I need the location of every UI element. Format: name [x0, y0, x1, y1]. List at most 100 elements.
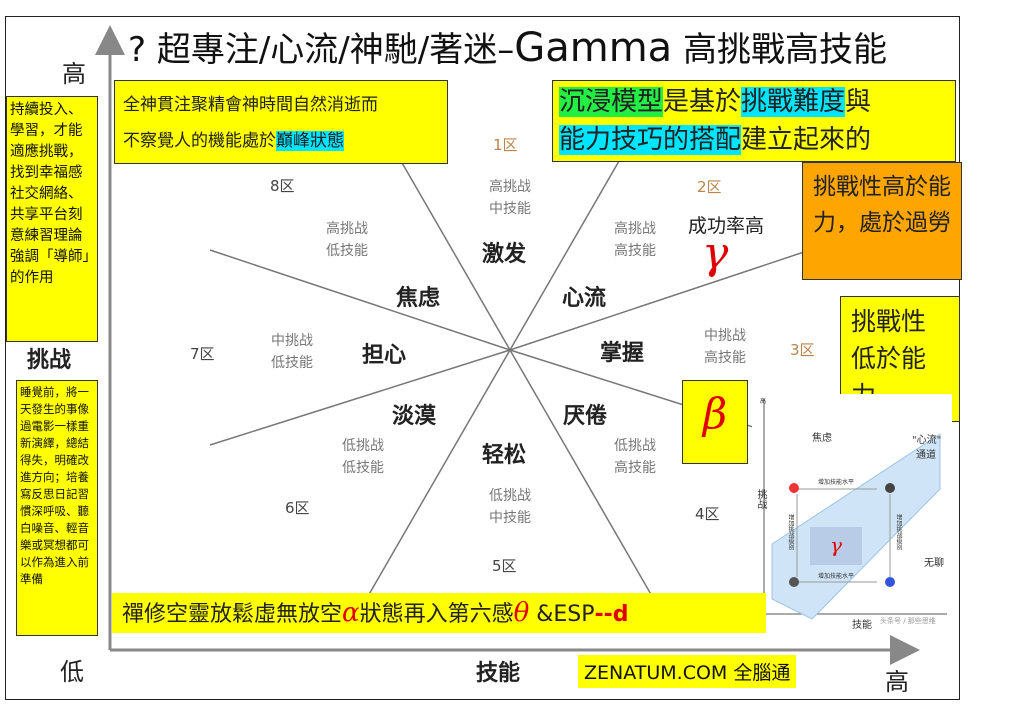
inset-arrow-right: 增加挑战级别: [895, 514, 902, 550]
meditation-note: 禪修空靈放鬆虛無放空α狀態再入第六感θ &ESP--d: [112, 593, 766, 633]
alpha-symbol: α: [342, 598, 360, 628]
zone-8-desc: 高挑战 低技能: [312, 218, 382, 262]
x-axis-label: 技能: [476, 661, 521, 686]
inset-anxiety: 焦虑: [812, 433, 832, 444]
inset-arrow-top: 增加技能水平: [818, 479, 855, 486]
state-boredom: 厌倦: [563, 404, 608, 429]
gamma-symbol: γ: [702, 228, 729, 279]
meditation-text3: &ESP: [529, 602, 595, 627]
practice-note: 持續投入、學習，才能適應挑戰，找到幸福感社交網絡、共享平台刻意練習理論強調「導師…: [6, 96, 98, 342]
state-worry: 担心: [362, 343, 407, 368]
zone-8: 8区: [270, 177, 295, 195]
zone-7-skill: 低技能: [271, 355, 313, 371]
immersion-model-note: 沉浸模型是基於挑戰難度與 能力技巧的搭配建立起來的: [552, 80, 956, 162]
zone-4-desc: 低挑战 高技能: [600, 435, 670, 479]
zone-4-skill: 高技能: [614, 460, 656, 476]
challenge-difficulty-term: 挑戰難度: [741, 87, 846, 117]
inset-watermark: 头条号 / 那些思维: [880, 617, 936, 625]
immersion-and: 與: [845, 87, 872, 117]
zone-7-desc: 中挑战 低技能: [257, 330, 327, 374]
immersion-based-on: 是基於: [663, 87, 742, 117]
y-axis-label: 挑战: [27, 348, 72, 373]
zone-6-challenge: 低挑战: [342, 438, 384, 454]
spoke-4: [509, 349, 661, 611]
reflection-note: 睡覺前，將一天發生的事像過電影一樣重新演繹，總結得失，明確改進方向；培養寫反思日…: [16, 380, 98, 636]
dot-apathy: [789, 577, 799, 587]
zone-3: 3区: [790, 341, 815, 359]
state-apathy: 淡漠: [392, 404, 437, 429]
state-control: 掌握: [600, 341, 645, 366]
peak-state-line2: 不察覺人的機能處於巔峰狀態: [123, 123, 439, 159]
zone-1-skill: 中技能: [489, 201, 531, 217]
inset-flow-channel: 焦虑 "心流" 通道 无聊 挑战 技能 高 低 增加技能水平 增加技能水平 增加…: [752, 394, 952, 632]
state-relaxation: 轻松: [482, 443, 527, 468]
state-arousal: 激发: [482, 242, 527, 267]
zone-5-challenge: 低挑战: [489, 488, 531, 504]
inset-boredom: 无聊: [924, 558, 944, 569]
meditation-text2: 狀態再入第六感: [359, 602, 514, 627]
zone-1-desc: 高挑战 中技能: [475, 176, 545, 220]
peak-state-line1: 全神貫注聚精會神時間自然消逝而: [123, 95, 378, 115]
y-axis-low: 低: [60, 658, 84, 686]
zone-2-skill: 高技能: [614, 243, 656, 259]
zone-1: 1区: [493, 136, 518, 154]
inset-y-high: 高: [760, 398, 767, 405]
beta-box: β: [682, 380, 748, 464]
zone-5: 5区: [492, 557, 517, 575]
x-axis-high: 高: [885, 668, 909, 696]
footer-brand: ZENATUM.COM 全腦通: [578, 655, 797, 688]
zone-5-skill: 中技能: [489, 510, 531, 526]
zone-3-skill: 高技能: [704, 350, 746, 366]
title-gamma: Gamma: [514, 25, 673, 71]
zone-6-desc: 低挑战 低技能: [328, 435, 398, 479]
inset-arrow-left: 增加挑战级别: [787, 514, 794, 550]
dot-flow: [885, 483, 895, 493]
dot-boredom: [885, 577, 895, 587]
peak-state-highlight: 巔峰狀態: [276, 131, 344, 151]
immersion-line1: 沉浸模型是基於挑戰難度與: [559, 83, 949, 121]
title-prefix: ? 超專注/心流/神馳/著迷–: [128, 30, 515, 70]
slide-title: ? 超專注/心流/神馳/著迷–Gamma 高挑戰高技能: [128, 22, 887, 71]
dot-anxiety: [789, 483, 799, 493]
inset-flow-label: "心流": [912, 435, 942, 446]
inset-x-label: 技能: [852, 620, 872, 631]
inset-gamma-box: γ: [810, 527, 862, 565]
inset-channel-label: 通道: [916, 450, 936, 461]
y-axis-high: 高: [62, 60, 86, 88]
theta-symbol: θ: [513, 598, 530, 628]
peak-state-note: 全神貫注聚精會神時間自然消逝而 不察覺人的機能處於巔峰狀態: [114, 80, 448, 164]
zone-7-challenge: 中挑战: [271, 333, 313, 349]
inset-gamma-symbol: γ: [830, 533, 842, 557]
spoke-5: [359, 349, 511, 611]
zone-1-challenge: 高挑战: [489, 179, 531, 195]
zone-5-desc: 低挑战 中技能: [475, 485, 545, 529]
inset-graphic: [763, 399, 947, 620]
spoke-6: [209, 349, 511, 446]
spoke-7: [209, 249, 511, 351]
title-suffix: 高挑戰高技能: [672, 30, 887, 70]
meditation-text1: 禪修空靈放鬆虛無放空: [122, 602, 343, 627]
overload-note: 挑戰性高於能力，處於過勞: [802, 162, 962, 280]
immersion-model-term: 沉浸模型: [559, 87, 664, 117]
zone-8-skill: 低技能: [326, 243, 368, 259]
peak-state-line2-text: 不察覺人的機能處於: [123, 131, 276, 151]
inset-y-label: 挑战: [755, 489, 766, 509]
zone-2-challenge: 高挑战: [614, 221, 656, 237]
zone-7: 7区: [190, 345, 215, 363]
zone-6-skill: 低技能: [342, 460, 384, 476]
immersion-established: 建立起來的: [741, 125, 872, 155]
beta-symbol: β: [702, 389, 728, 438]
zone-3-challenge: 中挑战: [704, 328, 746, 344]
success-rate-label: 成功率高: [688, 215, 765, 237]
state-anxiety: 焦虑: [396, 286, 441, 311]
zone-2: 2区: [697, 178, 722, 196]
zone-2-desc: 高挑战 高技能: [600, 218, 670, 262]
spoke-2: [509, 249, 811, 351]
immersion-line2: 能力技巧的搭配建立起來的: [559, 121, 949, 159]
zone-6: 6区: [285, 499, 310, 517]
state-flow: 心流: [562, 286, 607, 311]
zone-3-desc: 中挑战 高技能: [690, 325, 760, 369]
skill-match-term: 能力技巧的搭配: [559, 125, 742, 155]
zone-8-challenge: 高挑战: [326, 221, 368, 237]
